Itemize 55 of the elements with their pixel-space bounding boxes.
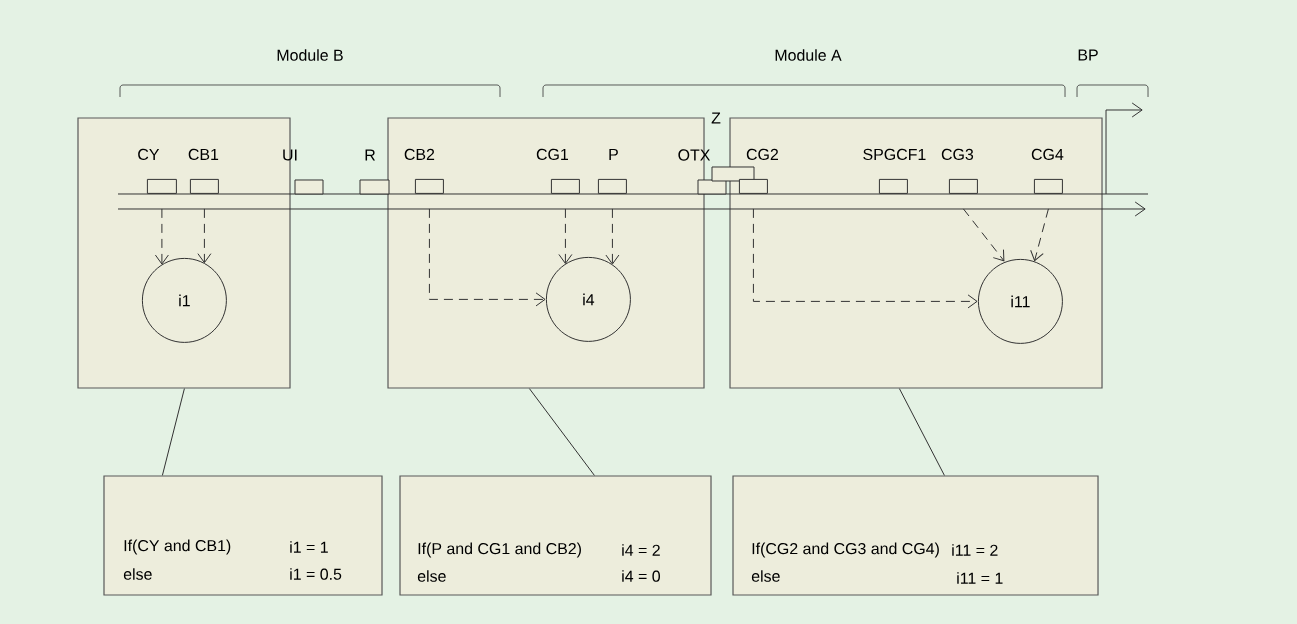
binding-site: OTX (678, 149, 727, 195)
node-label: OTX (678, 149, 711, 161)
binding-site: CG3 (941, 148, 978, 194)
module-label: Module B (277, 49, 343, 61)
node-label: Z (711, 112, 721, 124)
module-box (729, 117, 1103, 389)
condition-box (399, 475, 712, 596)
condition-text: i11 = 1 (957, 572, 1003, 584)
connector-line (161, 388, 185, 476)
dashed-arrow (962, 208, 1005, 262)
condition-text: i1 = 0.5 (290, 568, 342, 580)
condition-text: i1 = 1 (290, 541, 328, 553)
condition-box (732, 475, 1099, 596)
condition-text: If(CY and CB1) (124, 539, 231, 555)
condition-text: If(CG2 and CG3 and CG4) (752, 542, 939, 558)
node-label: R (365, 149, 376, 161)
dashed-arrow (197, 208, 212, 264)
connector-line (898, 388, 945, 476)
node-label: UI (283, 149, 297, 161)
dashed-arrow (752, 208, 978, 309)
node-label: CG3 (941, 148, 974, 161)
binding-site: CB2 (404, 148, 444, 194)
condition-text: else (123, 568, 152, 580)
node-label: CG4 (1031, 148, 1064, 161)
dashed-arrow (154, 208, 169, 265)
node-label: CB2 (404, 148, 435, 161)
condition-box (103, 475, 383, 596)
binding-site: R (359, 149, 390, 195)
binding-site: CB1 (188, 148, 219, 194)
module-label: Module A (775, 49, 842, 61)
binding-site: SPGCF1 (863, 148, 926, 194)
condition-text: else (417, 570, 446, 582)
binding-site: P (597, 148, 627, 194)
node-label: SPGCF1 (863, 148, 926, 161)
node-label: CG2 (746, 148, 778, 161)
dashed-arrow (428, 208, 546, 307)
condition-text: i4 = 0 (622, 570, 660, 582)
binding-site: CG1 (536, 148, 580, 194)
dashed-arrow (1030, 208, 1049, 262)
condition-text: If(P and CG1 and CB2) (418, 542, 581, 558)
dashed-arrow (558, 208, 573, 264)
node-label: CY (138, 148, 160, 161)
binding-site: CY (138, 148, 177, 194)
node-label: CG1 (536, 148, 569, 161)
condition-text: i11 = 2 (952, 544, 998, 556)
dashed-arrow (605, 208, 620, 265)
binding-site: UI (283, 149, 324, 195)
binding-site: CG2 (738, 148, 778, 194)
module-label: BP (1078, 49, 1098, 61)
condition-text: else (751, 570, 780, 582)
node-label: CB1 (188, 148, 219, 161)
condition-text: i4 = 2 (622, 544, 660, 556)
connector-line (528, 388, 595, 476)
binding-site: CG4 (1031, 148, 1064, 194)
node-label: P (609, 148, 618, 160)
